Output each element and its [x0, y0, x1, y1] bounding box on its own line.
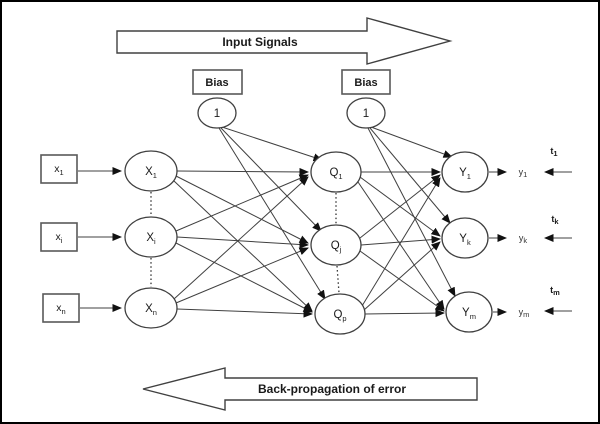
output-signal-y1: y1 [519, 167, 528, 179]
hidden-unit-Q1-sub: 1 [338, 172, 342, 181]
bias-box-output-label: Bias [354, 77, 377, 89]
input-unit-Xi: Xi [124, 216, 178, 258]
svg-text:Yk: Yk [459, 233, 471, 247]
input-unit-Xn-label: X [145, 303, 153, 315]
input-unit-X1-label: X [145, 166, 153, 178]
svg-text:Q1: Q1 [329, 167, 342, 181]
output-signal-arrows [489, 168, 507, 316]
input-box-xn: xn [42, 293, 80, 323]
input-unit-Xi-sub: i [154, 237, 156, 246]
ellipsis-dotted-connectors [150, 192, 340, 294]
output-signal-yk: yk [519, 233, 528, 245]
input-unit-Xn: Xn [124, 287, 178, 329]
svg-text:Y1: Y1 [459, 167, 471, 181]
input-box-xi-label: x [56, 231, 62, 243]
backprop-arrow [142, 367, 478, 411]
hidden-unit-Q1: Q1 [310, 151, 362, 193]
bias-box-hidden-label: Bias [205, 77, 228, 89]
bias-to-output-connections [367, 126, 456, 297]
output-unit-Y1-sub: 1 [467, 172, 471, 181]
input-signals-label: Input Signals [222, 35, 298, 49]
svg-text:x1: x1 [54, 163, 63, 177]
bias-node-output [346, 97, 386, 129]
input-box-xn-label: x [56, 302, 62, 314]
hidden-unit-Qp-sub: p [342, 314, 346, 323]
output-unit-Yk-label: Y [459, 233, 467, 245]
bias-node-hidden [197, 97, 237, 129]
svg-text:xn: xn [56, 302, 65, 316]
hidden-unit-Qj: Qj [310, 224, 362, 266]
hidden-unit-Qj-sub: j [339, 245, 342, 254]
svg-text:Ym: Ym [462, 307, 476, 321]
hidden-unit-Q1-label: Q [329, 167, 338, 179]
target-label-tk: tk [551, 214, 559, 226]
svg-text:Xi: Xi [146, 232, 156, 246]
svg-text:Qj: Qj [331, 240, 342, 254]
input-box-x1: x1 [40, 154, 78, 184]
svg-text:xi: xi [56, 231, 63, 245]
input-box-xn-sub: n [62, 307, 66, 316]
output-unit-Yk-sub: k [467, 238, 471, 247]
hidden-unit-Qp: Qp [314, 293, 366, 335]
bias-node-output-value: 1 [363, 108, 369, 120]
target-label-tm: tm [550, 285, 560, 297]
hidden-to-output-connections [357, 168, 445, 318]
bias-box-output [341, 69, 391, 95]
input-signals-arrow [116, 17, 453, 65]
input-box-xi: xi [40, 222, 78, 252]
hidden-unit-Qp-label: Q [333, 309, 342, 321]
inputbox-to-inputunit-arrows [78, 167, 122, 312]
output-unit-Yk: Yk [441, 217, 489, 259]
bias-box-hidden [192, 69, 243, 95]
target-arrows [544, 168, 572, 315]
input-unit-Xi-label: X [146, 232, 154, 244]
bias-to-hidden-connections [218, 126, 326, 300]
input-unit-X1-sub: 1 [153, 171, 157, 180]
hidden-unit-Qj-label: Q [331, 240, 340, 252]
output-unit-Y1: Y1 [441, 151, 489, 193]
svg-text:Xn: Xn [145, 303, 157, 317]
svg-text:X1: X1 [145, 166, 157, 180]
output-unit-Y1-label: Y [459, 167, 467, 179]
input-box-xi-sub: i [61, 236, 63, 245]
backprop-label: Back-propagation of error [258, 382, 406, 396]
input-box-x1-sub: 1 [60, 168, 64, 177]
output-unit-Ym-label: Y [462, 307, 470, 319]
target-label-t1: t1 [550, 146, 557, 158]
output-unit-Ym: Ym [445, 291, 493, 333]
output-signal-ym: ym [519, 307, 530, 319]
input-unit-X1: X1 [124, 150, 178, 192]
input-box-x1-label: x [54, 163, 60, 175]
input-to-hidden-connections [173, 167, 313, 318]
input-unit-Xn-sub: n [153, 308, 157, 317]
output-unit-Ym-sub: m [470, 312, 476, 321]
bias-node-hidden-value: 1 [214, 108, 220, 120]
svg-text:Qp: Qp [333, 309, 346, 323]
